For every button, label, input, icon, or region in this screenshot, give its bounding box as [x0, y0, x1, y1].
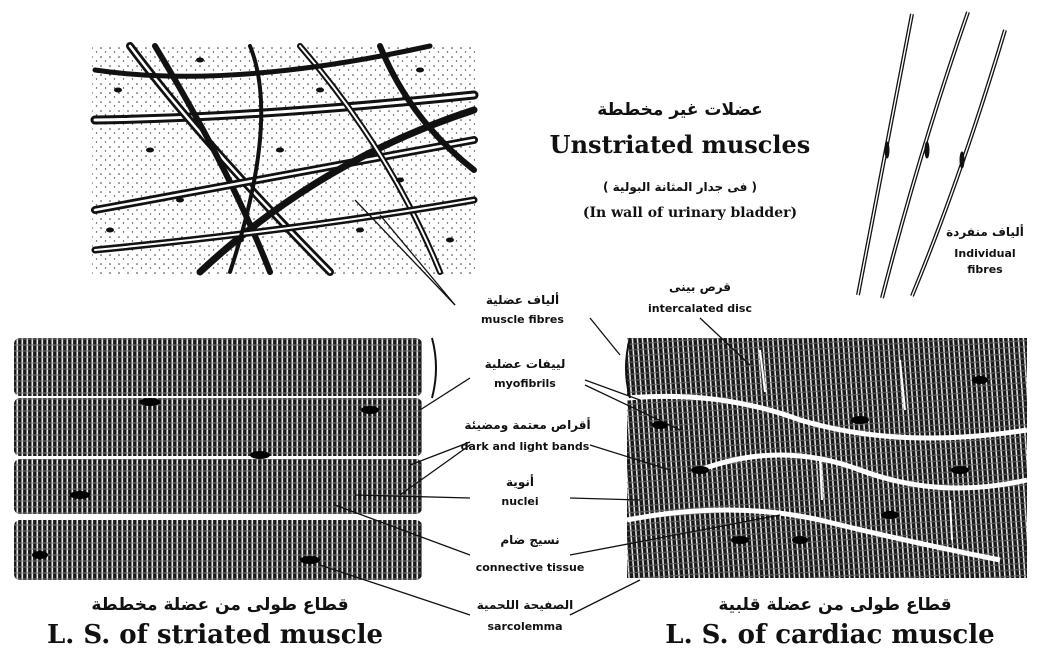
- cardiac-caption-en: L. S. of cardiac muscle: [630, 620, 1030, 650]
- individual-fibres-en-2: fibres: [935, 263, 1035, 276]
- cardiac-caption-ar: قطاع طولى من عضلة قلبية: [690, 595, 980, 615]
- nuclei-label-en: nuclei: [470, 495, 570, 508]
- unstriated-title-ar: عضلات غير مخططة: [560, 100, 800, 120]
- individual-fibres-ar: ألياف منفردة: [935, 225, 1035, 239]
- muscle-fibres-label-ar: ألياف عضلية: [455, 293, 590, 307]
- sarcolemma-label-en: sarcolemma: [455, 620, 595, 633]
- myofibrils-label-ar: لييفات عضلية: [460, 357, 590, 371]
- bands-label-ar: أقراص معتمة ومضيئة: [435, 418, 620, 432]
- individual-fibres-en-1: Individual: [935, 247, 1035, 260]
- sarcolemma-label-ar: الصفيحة اللحمية: [455, 598, 595, 612]
- cardiac-panel: [626, 338, 1027, 578]
- striated-panel: [14, 338, 436, 580]
- intercalated-disc-label-ar: قرص بينى: [625, 280, 775, 294]
- nuclei-label-ar: أنوية: [470, 475, 570, 489]
- striated-caption-en: L. S. of striated muscle: [20, 620, 410, 650]
- myofibrils-label-en: myofibrils: [460, 377, 590, 390]
- connective-tissue-label-ar: نسيج ضام: [460, 533, 600, 547]
- striated-caption-ar: قطاع طولى من عضلة مخططة: [70, 595, 370, 615]
- unstriated-panel: [92, 44, 475, 274]
- bands-label-en: dark and light bands: [425, 440, 625, 453]
- unstriated-title-en: Unstriated muscles: [520, 130, 840, 159]
- intercalated-disc-label-en: intercalated disc: [620, 302, 780, 315]
- unstriated-sub-en: (In wall of urinary bladder): [525, 205, 855, 221]
- connective-tissue-label-en: connective tissue: [450, 561, 610, 574]
- unstriated-sub-ar: ( فى جدار المثانة البولية ): [590, 180, 770, 194]
- stippled-background: [92, 44, 475, 274]
- muscle-fibres-label-en: muscle fibres: [455, 313, 590, 326]
